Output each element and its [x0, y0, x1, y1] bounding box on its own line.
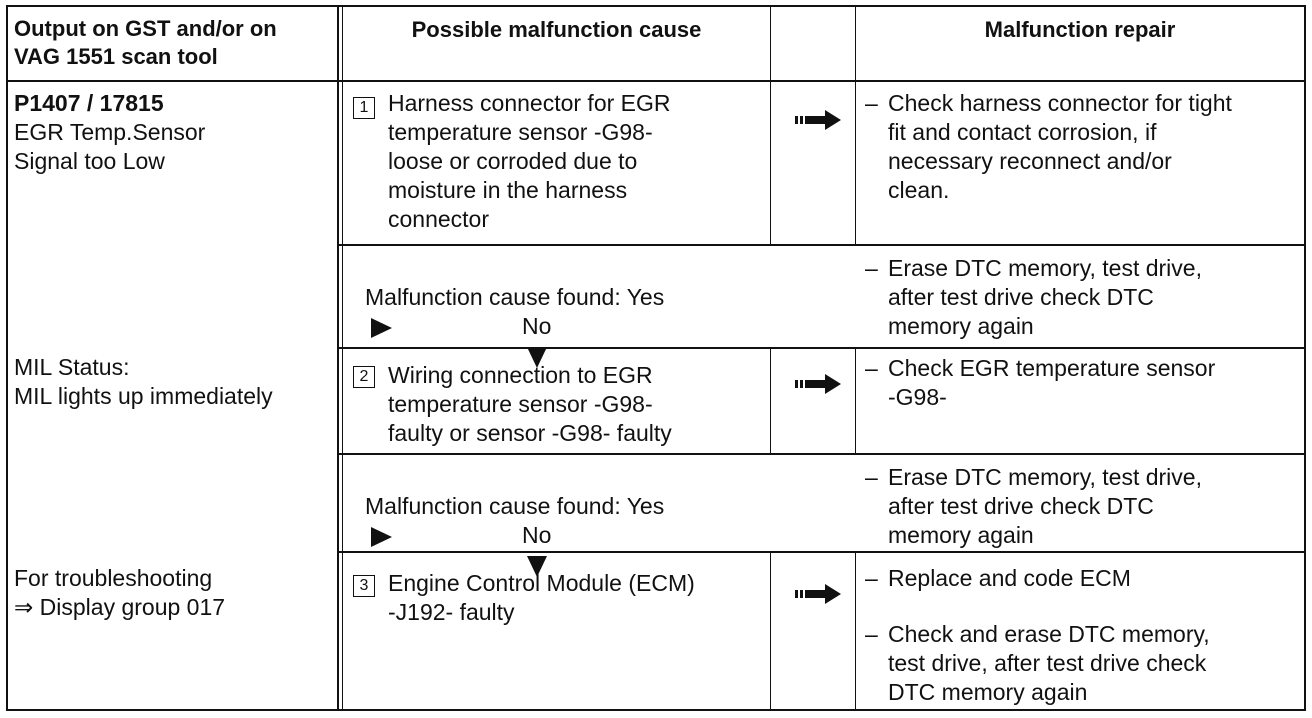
step-2-number: 2: [353, 366, 375, 388]
table-border-right: [1304, 5, 1306, 711]
table-border-bottom: [6, 709, 1306, 711]
col-separator-2-step1: [770, 82, 771, 244]
step-3-number: 3: [353, 575, 375, 597]
step-2-repair: Check EGR temperature sensor -G98-: [888, 355, 1216, 410]
step-3-dash-2: –: [865, 621, 878, 647]
step-2-dash: –: [865, 355, 878, 381]
col-separator-3-step2: [855, 349, 856, 453]
col-separator-1b: [342, 5, 343, 711]
step-1-number: 1: [353, 97, 375, 119]
decision-1-dash: –: [865, 255, 878, 281]
triangle-right-icon: [371, 317, 392, 338]
mil-status: MIL Status: MIL lights up immediately: [14, 354, 273, 409]
row-separator-3: [339, 453, 1306, 455]
decision-1-no-label: No: [522, 313, 552, 339]
step-3-repair-2: Check and erase DTC memory, test drive, …: [888, 621, 1210, 705]
right-arrow-icon: [795, 110, 841, 130]
col-separator-2-step3: [770, 553, 771, 710]
decision-2-found-label: Malfunction cause found: Yes: [365, 493, 665, 519]
row-separator-1: [339, 244, 1306, 246]
step-1-repair: Check harness connector for tight fit an…: [888, 90, 1232, 203]
col-separator-3: [855, 5, 856, 82]
troubleshooting-note: For troubleshooting ⇒ Display group 017: [14, 565, 226, 620]
step-3-dash: –: [865, 565, 878, 591]
step-2-cause: Wiring connection to EGR temperature sen…: [388, 362, 672, 446]
decision-2-dash: –: [865, 464, 878, 490]
step-3-repair: Replace and code ECM: [888, 565, 1131, 591]
decision-1-found: Malfunction cause found: Yes: [365, 254, 664, 341]
dtc-description: EGR Temp.Sensor Signal too Low: [14, 119, 206, 174]
dtc-code: P1407 / 17815: [14, 90, 164, 116]
decision-1-found-label: Malfunction cause found: Yes: [365, 284, 665, 310]
decision-1-action: Erase DTC memory, test drive, after test…: [888, 255, 1202, 339]
col-separator-3-step3: [855, 553, 856, 710]
col-separator-2: [770, 5, 771, 82]
right-arrow-icon: [795, 374, 841, 394]
step-1-dash: –: [865, 90, 878, 116]
table-border-left: [6, 5, 8, 711]
decision-2-no: No: [522, 492, 551, 579]
row-separator-2: [339, 347, 1306, 349]
header-output: Output on GST and/or on VAG 1551 scan to…: [14, 16, 277, 69]
col-separator-3-step1: [855, 82, 856, 244]
table-border-top: [6, 5, 1306, 7]
decision-2-found: Malfunction cause found: Yes: [365, 463, 664, 550]
decision-1-no: No: [522, 283, 551, 370]
header-cause: Possible malfunction cause: [411, 17, 702, 42]
right-arrow-icon: [795, 584, 841, 604]
header-separator: [6, 80, 1306, 82]
decision-2-action: Erase DTC memory, test drive, after test…: [888, 464, 1202, 548]
step-1-cause: Harness connector for EGR temperature se…: [388, 90, 671, 232]
decision-2-no-label: No: [522, 522, 552, 548]
col-separator-1: [337, 5, 339, 711]
triangle-right-icon: [371, 526, 392, 547]
triangle-down-icon: [527, 555, 547, 577]
header-repair: Malfunction repair: [984, 17, 1176, 42]
step-3-cause: Engine Control Module (ECM) -J192- fault…: [388, 570, 695, 625]
row-separator-4: [339, 551, 1306, 553]
triangle-down-icon: [527, 346, 547, 368]
col-separator-2-step2: [770, 349, 771, 453]
